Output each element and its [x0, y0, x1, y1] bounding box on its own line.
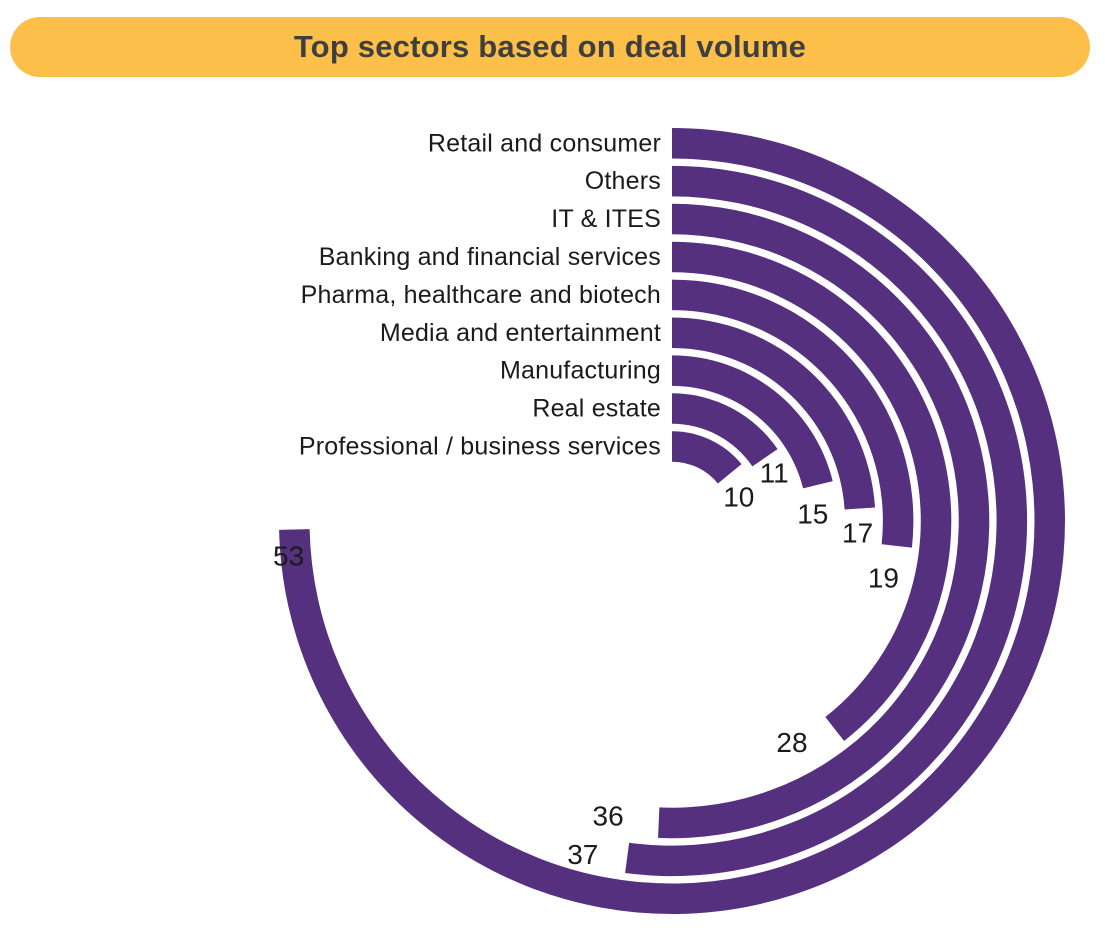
ring-segment-media-and-entertainment — [672, 317, 876, 510]
sector-label-it-ites: IT & ITES — [551, 205, 661, 233]
chart-title-banner: Top sectors based on deal volume — [10, 17, 1090, 77]
ring-segment-manufacturing — [672, 355, 833, 489]
value-label-media-and-entertainment: 17 — [842, 518, 873, 549]
sector-label-others: Others — [585, 167, 661, 195]
ring-segment-banking-and-financial-services — [672, 241, 952, 741]
value-label-banking-and-financial-services: 28 — [776, 727, 807, 758]
value-label-it-ites: 36 — [593, 801, 624, 832]
sector-label-manufacturing: Manufacturing — [500, 357, 661, 385]
ring-segment-real-estate — [672, 393, 778, 467]
chart-title: Top sectors based on deal volume — [293, 29, 807, 64]
sector-label-pharma-healthcare-and-biotech: Pharma, healthcare and biotech — [301, 281, 661, 309]
sector-label-professional-business-services: Professional / business services — [299, 432, 661, 460]
ring-segment-pharma-healthcare-and-biotech — [672, 279, 914, 548]
sector-label-real-estate: Real estate — [532, 395, 661, 423]
sector-label-banking-and-financial-services: Banking and financial services — [319, 243, 661, 271]
value-label-real-estate: 11 — [760, 457, 789, 488]
value-label-others: 37 — [567, 839, 598, 870]
value-label-manufacturing: 15 — [797, 499, 828, 530]
sector-label-media-and-entertainment: Media and entertainment — [380, 319, 661, 347]
value-label-pharma-healthcare-and-biotech: 19 — [868, 563, 899, 594]
value-label-professional-business-services: 10 — [723, 482, 754, 513]
ring-segment-professional-business-services — [672, 431, 742, 484]
sector-label-retail-and-consumer: Retail and consumer — [428, 129, 661, 157]
value-label-retail-and-consumer: 53 — [273, 540, 304, 571]
